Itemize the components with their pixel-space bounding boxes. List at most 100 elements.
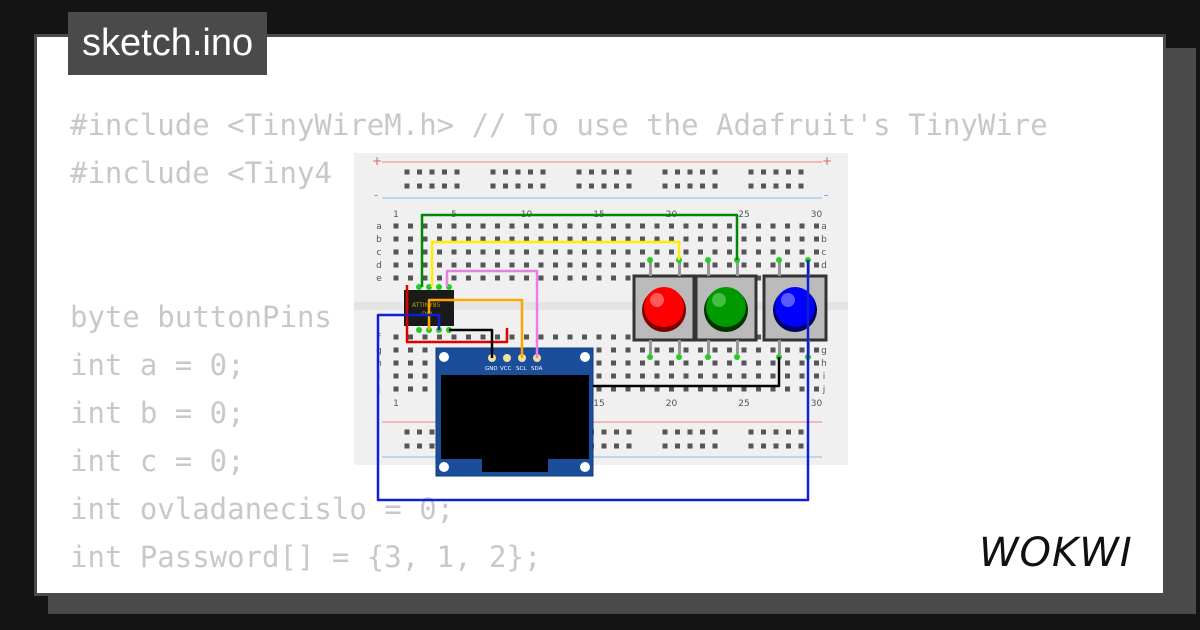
- breadboard-hole: [625, 275, 631, 281]
- breadboard-hole: [495, 236, 500, 242]
- breadboard-hole: [429, 183, 435, 189]
- breadboard-hole: [524, 334, 529, 340]
- breadboard-hole: [698, 249, 703, 255]
- breadboard-hole: [451, 275, 457, 281]
- breadboard-hole: [422, 236, 428, 242]
- row-letter-left: f: [377, 333, 381, 343]
- breadboard-hole: [466, 275, 471, 281]
- breadboard-hole: [528, 183, 533, 189]
- breadboard-hole: [417, 443, 422, 449]
- breadboard-hole: [669, 386, 674, 392]
- breadboard-hole: [538, 275, 544, 281]
- breadboard-hole: [515, 183, 521, 189]
- breadboard-hole: [596, 236, 602, 242]
- row-letter-right: b: [821, 235, 827, 245]
- breadboard-hole: [582, 275, 587, 281]
- breadboard-hole: [770, 249, 776, 255]
- breadboard-hole: [393, 347, 399, 353]
- breadboard-hole: [442, 183, 447, 189]
- breadboard-hole: [393, 249, 399, 255]
- breadboard-hole: [404, 169, 410, 175]
- breadboard-hole: [761, 443, 766, 449]
- code-line: int b = 0;: [70, 396, 245, 430]
- breadboard-hole: [798, 169, 804, 175]
- breadboard-hole: [785, 262, 790, 268]
- breadboard-hole: [437, 249, 442, 255]
- breadboard-hole: [687, 443, 693, 449]
- breadboard-hole: [785, 249, 790, 255]
- breadboard-hole: [429, 169, 435, 175]
- rail-plus-label-tl: +: [372, 154, 382, 168]
- breadboard-hole: [814, 236, 819, 242]
- breadboard-hole: [727, 347, 732, 353]
- breadboard-hole: [596, 275, 602, 281]
- breadboard-hole: [799, 223, 805, 229]
- file-tab[interactable]: sketch.ino: [68, 12, 268, 75]
- breadboard-hole: [770, 347, 776, 353]
- breadboard-hole: [625, 386, 631, 392]
- wire-green[interactable]: [420, 213, 739, 287]
- breadboard-hole: [675, 443, 680, 449]
- breadboard-hole: [509, 236, 515, 242]
- wire-black-oled[interactable]: [449, 328, 494, 358]
- pushbutton-blue[interactable]: [762, 274, 828, 342]
- wire-pink[interactable]: [445, 269, 539, 358]
- breadboard-hole: [741, 360, 747, 366]
- breadboard-hole: [408, 386, 413, 392]
- breadboard-hole: [712, 386, 718, 392]
- breadboard-hole: [393, 275, 399, 281]
- breadboard-hole: [589, 169, 594, 175]
- breadboard-hole: [756, 360, 761, 366]
- button-red-cap[interactable]: [644, 287, 684, 327]
- breadboard-hole: [393, 223, 399, 229]
- wire-blue[interactable]: [376, 260, 810, 502]
- chip-label-1: ATTINY85: [412, 302, 441, 309]
- breadboard-hole: [509, 275, 515, 281]
- breadboard-hole: [654, 347, 660, 353]
- breadboard-hole: [700, 169, 705, 175]
- wire-black-button[interactable]: [593, 357, 781, 388]
- breadboard-hole: [687, 183, 693, 189]
- breadboard-hole: [654, 360, 660, 366]
- breadboard-hole: [786, 429, 791, 435]
- breadboard-hole: [429, 443, 435, 449]
- breadboard-hole: [625, 223, 631, 229]
- breadboard-hole: [611, 360, 616, 366]
- breadboard-hole: [786, 443, 791, 449]
- breadboard-hole: [417, 429, 422, 435]
- oled-pin-label-sda: SDA: [531, 366, 543, 372]
- pushbutton-red[interactable]: [632, 274, 696, 342]
- oled-screen: [441, 375, 589, 459]
- breadboard-hole: [422, 223, 428, 229]
- pushbutton-green[interactable]: [694, 274, 758, 342]
- breadboard-hole: [417, 183, 422, 189]
- breadboard-hole: [712, 262, 718, 268]
- breadboard-hole: [596, 334, 602, 340]
- breadboard-hole: [662, 429, 668, 435]
- breadboard-hole: [538, 249, 544, 255]
- breadboard-hole: [567, 262, 573, 268]
- breadboard-hole: [698, 236, 703, 242]
- wire-red[interactable]: [405, 285, 509, 344]
- breadboard-hole: [442, 169, 447, 175]
- breadboard-hole: [601, 183, 607, 189]
- button-green-cap[interactable]: [706, 287, 746, 327]
- breadboard-hole: [408, 275, 413, 281]
- breadboard-hole: [611, 275, 616, 281]
- breadboard-hole: [596, 386, 602, 392]
- breadboard-hole: [404, 183, 410, 189]
- breadboard-hole: [727, 223, 732, 229]
- breadboard-hole: [567, 249, 573, 255]
- breadboard-hole: [528, 169, 533, 175]
- breadboard-hole: [437, 223, 442, 229]
- breadboard-hole: [480, 249, 486, 255]
- button-blue-highlight: [781, 293, 795, 307]
- row-letter-left: c: [377, 248, 382, 258]
- breadboard-hole: [466, 334, 471, 340]
- rail-minus-label-tr: -: [824, 188, 828, 202]
- wire-yellow[interactable]: [430, 240, 681, 287]
- breadboard-hole: [451, 334, 457, 340]
- breadboard-hole: [741, 236, 747, 242]
- breadboard-hole: [785, 373, 790, 379]
- breadboard-hole: [683, 249, 689, 255]
